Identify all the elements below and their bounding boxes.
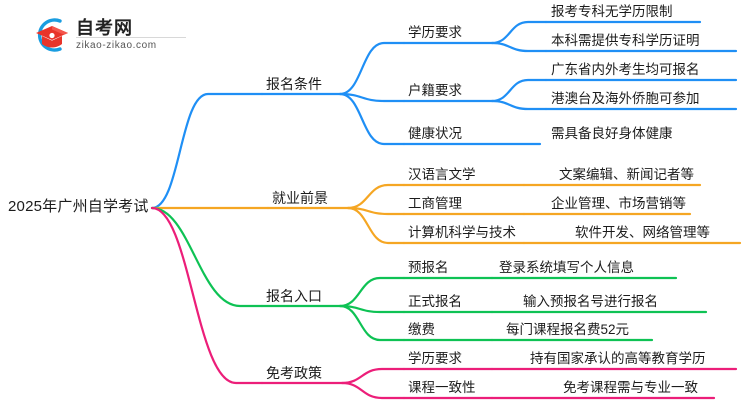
leaf-node-benke-zhuankexueli-zhengming[interactable]: 本科需提供专科学历证明 xyxy=(551,33,700,48)
leaf-node-meimenkecheng-baomingfei[interactable]: 每门课程报名费52元 xyxy=(506,322,630,337)
sub-node-jisuanjikexue-jishu[interactable]: 计算机科学与技术 xyxy=(408,225,516,240)
sub-node-hanyuyanwenxue[interactable]: 汉语言文学 xyxy=(408,167,476,182)
sub-node-jiaofei[interactable]: 缴费 xyxy=(408,322,435,337)
branch-connectors-jiuyeqianjing xyxy=(150,183,742,245)
leaf-node-qiyeguanli-shichangyingxiao[interactable]: 企业管理、市场营销等 xyxy=(551,196,686,211)
sub-node-xueliyaoqiu-miankao[interactable]: 学历要求 xyxy=(408,351,462,366)
leaf-node-liangahao-shenti-jiankang[interactable]: 需具备良好身体健康 xyxy=(551,126,673,141)
brand-divider xyxy=(76,37,186,38)
sub-node-hujiyaoqiu[interactable]: 户籍要求 xyxy=(408,83,462,98)
brand-name: 自考网 xyxy=(76,18,133,38)
sub-node-yubaoming[interactable]: 预报名 xyxy=(408,260,449,275)
leaf-node-guojia-chengren-gaodengjiaoyu-xueli[interactable]: 持有国家承认的高等教育学历 xyxy=(530,351,706,366)
sub-node-xueliyaoqiu-tiaojian[interactable]: 学历要求 xyxy=(408,25,462,40)
graduation-cap-logo-icon xyxy=(30,15,74,55)
branch-connectors-miankaozhengce xyxy=(150,206,738,400)
branch-connectors-baomingrukou xyxy=(150,206,708,342)
leaf-node-gangaotai-haiwai-qiaobao[interactable]: 港澳台及海外侨胞可参加 xyxy=(551,91,700,106)
leaf-node-guangdong-neiwai-kaosheng[interactable]: 广东省内外考生均可报名 xyxy=(551,62,700,77)
brand-url: zikao-zikao.com xyxy=(76,40,157,51)
branch-connectors-baomingtiaojian xyxy=(150,20,738,210)
branch-node-baomingtiaojian[interactable]: 报名条件 xyxy=(266,76,322,92)
branch-node-jiuyeqianjing[interactable]: 就业前景 xyxy=(272,190,328,206)
leaf-node-shuru-yubaominghao[interactable]: 输入预报名号进行报名 xyxy=(523,294,658,309)
mindmap-root-node[interactable]: 2025年广州自学考试 xyxy=(8,198,149,215)
leaf-node-denglu-xitong-tianxie-xinxi[interactable]: 登录系统填写个人信息 xyxy=(499,260,634,275)
sub-node-kechengyizhixing[interactable]: 课程一致性 xyxy=(408,380,476,395)
sub-node-gongshangguanli[interactable]: 工商管理 xyxy=(408,196,462,211)
sub-node-zhengshibaoming[interactable]: 正式报名 xyxy=(408,294,462,309)
leaf-node-ruanjiankaifa-wangluoguanli[interactable]: 软件开发、网络管理等 xyxy=(575,225,710,240)
sub-node-jiankangzhuangkuang[interactable]: 健康状况 xyxy=(408,126,462,141)
leaf-node-miankaokecheng-zhuanye-yizhi[interactable]: 免考课程需与专业一致 xyxy=(563,380,698,395)
leaf-node-wenanbianji-xinwenjizhe[interactable]: 文案编辑、新闻记者等 xyxy=(559,167,694,182)
branch-node-miankaozhengce[interactable]: 免考政策 xyxy=(266,365,322,381)
leaf-node-zhuanke-wuxueli-xianzhi[interactable]: 报考专科无学历限制 xyxy=(551,4,673,19)
site-logo: 自考网 zikao-zikao.com xyxy=(30,12,190,58)
branch-node-baomingrukou[interactable]: 报名入口 xyxy=(266,288,322,304)
